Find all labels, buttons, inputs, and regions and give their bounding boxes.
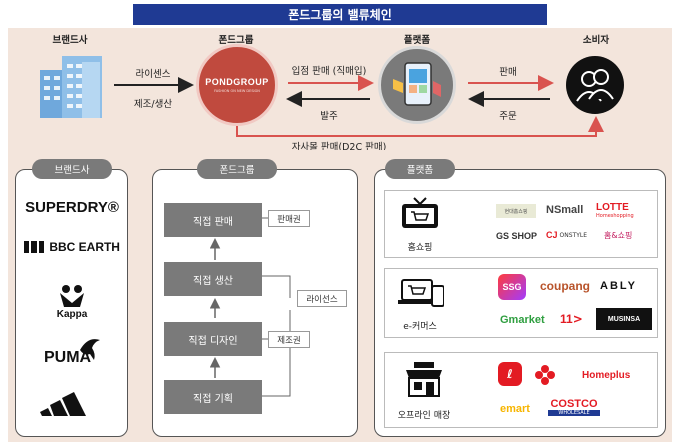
tv-icon xyxy=(402,197,438,228)
license-label: 라이센스 xyxy=(135,69,171,80)
kappa-text: Kappa xyxy=(57,309,88,319)
step-direct-sale: 직접 판매 xyxy=(164,203,262,237)
pond-heading: 폰드그룹 xyxy=(218,35,254,46)
pondgroup-logo-subtext: FASHION ON NEW DESIGN xyxy=(214,89,260,93)
manufacture-label: 제조/생산 xyxy=(133,99,173,110)
lotte-mart-logo: ℓ xyxy=(498,362,522,386)
store-icon xyxy=(406,362,442,397)
pondgroup-logo: PONDGROUP FASHION ON NEW DESIGN xyxy=(196,44,278,126)
coupang-logo: coupang xyxy=(540,279,590,293)
laptop-cart-icon xyxy=(398,279,444,307)
kappa-logo: Kappa xyxy=(57,285,88,319)
gmarket-logo: Gmarket xyxy=(500,314,545,326)
homeshopping-label: 홈쇼핑 xyxy=(407,243,433,253)
adidas-logo xyxy=(40,392,86,416)
onstyle-text: ONSTYLE xyxy=(559,231,587,239)
home-and-shopping-logo: 홈&쇼핑 xyxy=(604,231,633,240)
pond-pill: 폰드그룹 xyxy=(197,159,277,179)
costco-logo: COSTCO WHOLESALE xyxy=(548,398,600,416)
step-direct-planning: 직접 기획 xyxy=(164,380,262,414)
platform-icon xyxy=(378,46,456,124)
nsmall-logo: NSmall xyxy=(546,204,584,216)
page-title: 폰드그룹의 밸류체인 xyxy=(133,4,547,25)
step-direct-design: 직접 디자인 xyxy=(164,322,262,356)
lotte-homeshopping-logo: LOTTE Homeshopping xyxy=(596,202,634,219)
superdry-logo: SUPERDRY® xyxy=(25,199,119,216)
platform-heading: 플랫폼 xyxy=(403,35,431,46)
platform-pill: 플랫폼 xyxy=(385,159,455,179)
consumer-icon xyxy=(566,56,624,114)
sale-label: 판매 xyxy=(499,67,517,78)
sale-right-tag: 판매권 xyxy=(268,210,310,227)
cj-text: CJ xyxy=(546,230,558,240)
d2c-label: 자사몰 판매(D2C 판매) xyxy=(291,142,387,153)
lotte-subtext: Homeshopping xyxy=(596,213,634,219)
building-icon xyxy=(40,56,102,118)
hyundai-homeshopping-logo: 현대홈쇼핑 xyxy=(496,204,536,218)
offline-label: 오프라인 매장 xyxy=(397,411,451,421)
emart-logo: emart xyxy=(500,403,530,415)
lotte-text: LOTTE xyxy=(596,202,629,213)
license-tag: 라이선스 xyxy=(297,290,347,307)
manufacture-right-tag: 제조권 xyxy=(268,331,310,348)
order-in-label: 주문 xyxy=(499,111,517,122)
people-icon xyxy=(576,69,614,102)
entry-sale-label: 입점 판매 (직매입) xyxy=(291,66,367,77)
11st-text: 11 xyxy=(560,312,573,326)
value-chain-flow-panel xyxy=(8,28,672,150)
consumer-heading: 소비자 xyxy=(582,35,610,46)
bbc-earth-logo: BBC EARTH xyxy=(24,238,120,256)
homeplus-logo: Homeplus xyxy=(582,370,631,381)
ecommerce-label: e-커머스 xyxy=(403,322,437,332)
gs-shop-logo: GS SHOP xyxy=(496,231,538,241)
bbc-earth-text: BBC EARTH xyxy=(49,240,120,254)
step-direct-production: 직접 생산 xyxy=(164,262,262,296)
brand-heading: 브랜드사 xyxy=(52,35,88,46)
musinsa-logo: MUSINSA xyxy=(596,308,652,330)
brand-pill: 브랜드사 xyxy=(32,159,112,179)
order-out-label: 발주 xyxy=(320,111,338,122)
cj-onstyle-logo: CJ ONSTYLE xyxy=(546,230,587,240)
11st-logo: 11 > xyxy=(560,312,583,326)
ssg-logo: SSG xyxy=(498,274,526,300)
ably-logo: ABLY xyxy=(600,280,637,292)
puma-text: PUMA xyxy=(44,349,92,366)
flow-arrows xyxy=(114,75,604,137)
pondgroup-logo-text: PONDGROUP xyxy=(205,77,269,87)
puma-logo: PUMA xyxy=(44,339,100,366)
mobile-shopping-icon xyxy=(393,62,441,106)
costco-subtext: WHOLESALE xyxy=(548,410,600,416)
lotte-flower-logo xyxy=(535,365,555,385)
costco-text: COSTCO xyxy=(550,398,598,410)
